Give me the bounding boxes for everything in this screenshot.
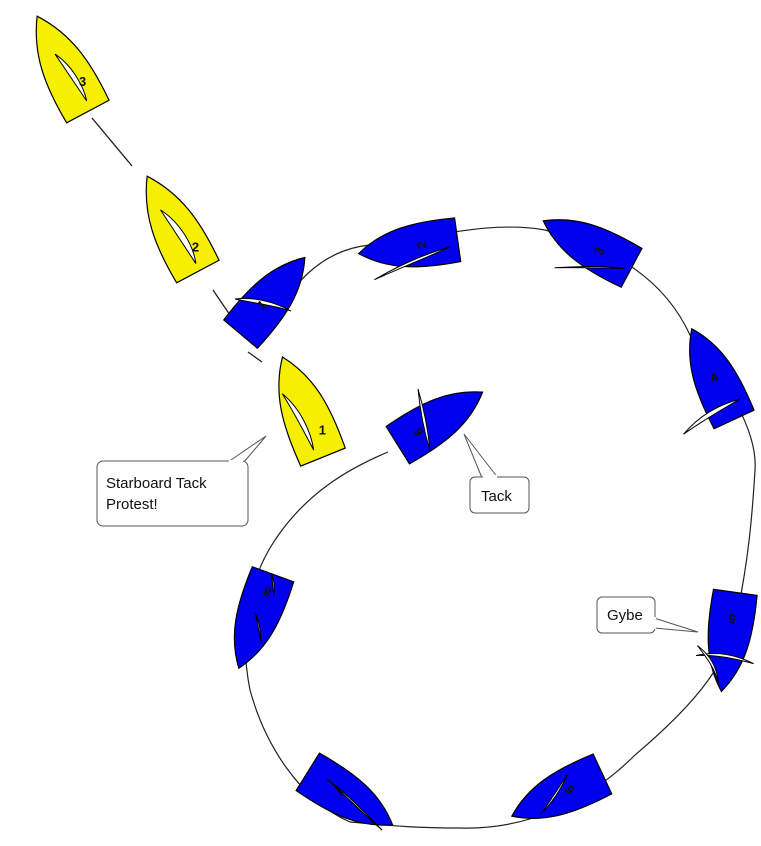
yellow-boat-2: 2 bbox=[145, 175, 220, 284]
tack-callout-label: Tack bbox=[481, 488, 512, 505]
yellow-boat-3-number: 3 bbox=[79, 74, 86, 89]
yellow-boat-2-number: 2 bbox=[192, 240, 199, 255]
protest-callout-line-2: Protest! bbox=[106, 496, 158, 513]
blue-boat-8: 8 bbox=[233, 566, 295, 670]
protest-callout: Starboard Tack Protest! bbox=[96, 435, 267, 527]
blue-boat-5: 5 bbox=[696, 588, 758, 693]
yellow-boat-1: 1 bbox=[278, 356, 346, 467]
blue-boat-6: 6 bbox=[510, 753, 613, 819]
blue-boat-4: 4 bbox=[683, 327, 755, 435]
blue-boat-9: 9 bbox=[385, 388, 484, 465]
blue-boat-2: 2 bbox=[357, 217, 462, 281]
blue-boat-7: 7 bbox=[295, 752, 394, 831]
blue-boat-3: 3 bbox=[542, 219, 643, 289]
yellow-boat-1-number: 1 bbox=[319, 423, 326, 438]
gybe-callout-label: Gybe bbox=[607, 607, 643, 624]
yellow-boat-3: 3 bbox=[35, 15, 110, 124]
protest-callout-line-1: Starboard Tack bbox=[106, 475, 207, 492]
blue-boat-8-number: 8 bbox=[261, 584, 273, 601]
blue-boat-2-number: 2 bbox=[414, 241, 430, 250]
blue-boat-5-number: 5 bbox=[727, 611, 736, 627]
gybe-callout: Gybe bbox=[596, 596, 699, 634]
blue-boat-1: 1 bbox=[222, 256, 306, 350]
blue-boat-track bbox=[244, 226, 756, 829]
tack-callout: Tack bbox=[463, 433, 530, 514]
